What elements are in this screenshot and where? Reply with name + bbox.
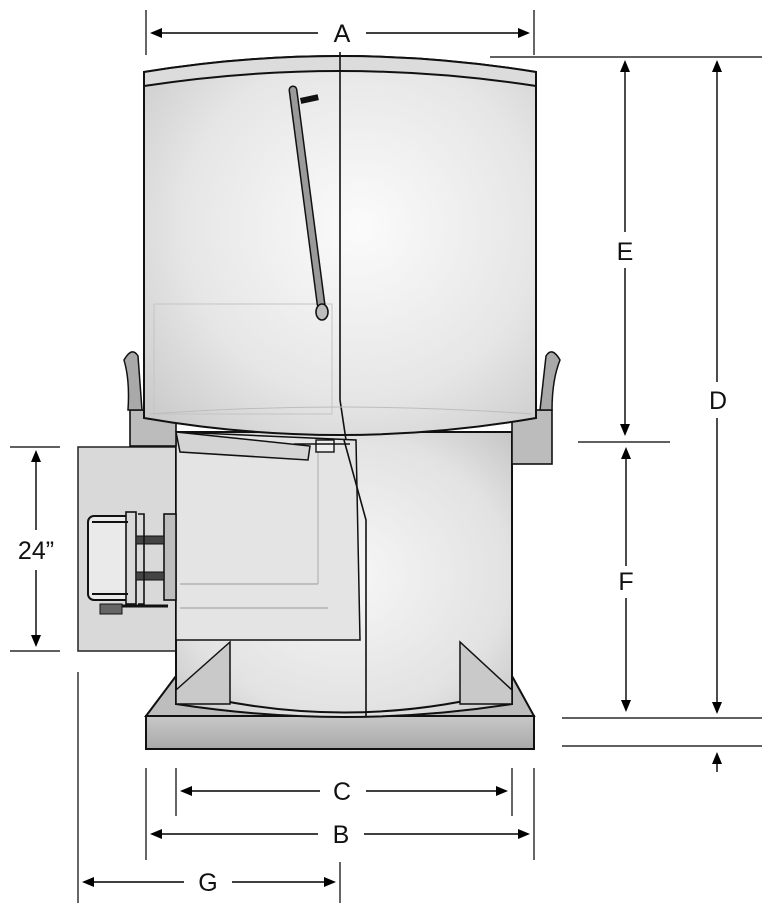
lever-tab: [299, 94, 319, 104]
label-E: E: [617, 238, 634, 266]
hood-inner-panel: [153, 303, 333, 415]
label-G: G: [198, 869, 217, 897]
label-A: A: [334, 20, 351, 48]
motor-endcap: [125, 511, 137, 605]
lever-pivot: [315, 303, 329, 321]
dim-D: D: [490, 56, 762, 719]
clip-part: [315, 439, 335, 453]
label-D: D: [709, 387, 727, 415]
dim-E: E: [578, 60, 670, 443]
handle-right: [539, 351, 561, 411]
dim-B: B: [145, 768, 535, 860]
drum-seam: [343, 439, 367, 716]
lever-rod-fill: [290, 87, 324, 307]
motor-mount-bolt-2: [135, 571, 165, 581]
base-plate: [145, 715, 535, 750]
motor-bracket: [163, 513, 177, 601]
gusset-right: [459, 640, 513, 705]
label-C: C: [333, 778, 351, 806]
dim-F: F: [618, 447, 634, 712]
dim-base: [562, 745, 762, 772]
label-F: F: [618, 568, 633, 596]
access-panel: [175, 431, 361, 641]
label-B: B: [333, 821, 350, 849]
dim-C: C: [175, 768, 513, 816]
dim-motor-height: 24”: [10, 446, 60, 652]
shroud-lip: [175, 431, 311, 461]
hood-bottom-line: [149, 406, 533, 415]
motor-mount-bolt-1: [135, 535, 165, 545]
motor-bracket-line: [138, 513, 145, 605]
dim-G: G: [77, 672, 341, 903]
dim-A: A: [145, 10, 535, 55]
handle-left: [123, 351, 143, 411]
motor-foot: [99, 603, 123, 615]
hood-seam: [339, 52, 347, 441]
gusset-left: [175, 640, 231, 705]
label-motor-height: 24”: [18, 537, 54, 565]
